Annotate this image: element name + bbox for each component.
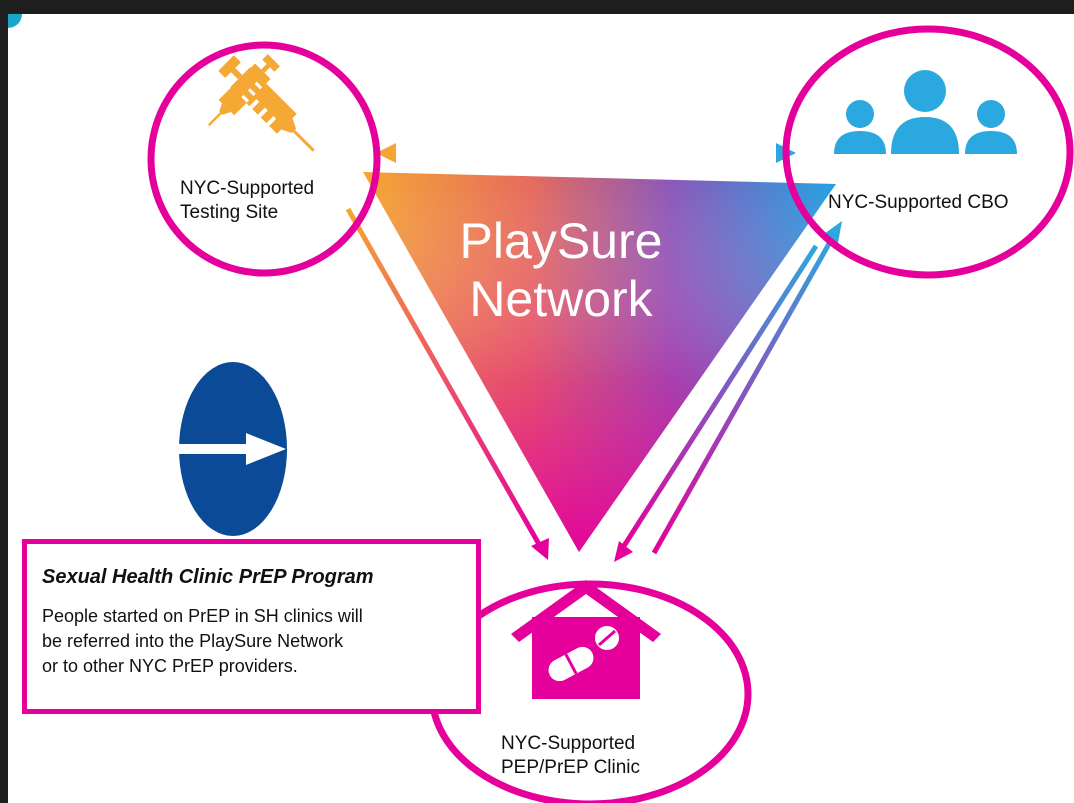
testing-site-label-line2: Testing Site: [180, 202, 279, 223]
highlight-circle-cbo: [782, 25, 1074, 279]
network-title-line1: PlaySure: [459, 213, 663, 269]
highlight-circle-testing: [147, 41, 381, 277]
cbo-label: NYC-Supported CBO: [828, 192, 1009, 213]
program-description-line3: or to other NYC PrEP providers.: [42, 656, 298, 676]
arrow-cbo-clinic: [614, 244, 819, 562]
program-callout: Sexual Health Clinic PrEP Program People…: [22, 539, 481, 714]
network-title-line2: Network: [469, 271, 653, 327]
program-description-line2: be referred into the PlaySure Network: [42, 631, 344, 651]
arrow-testing-clinic: [345, 207, 549, 560]
house-pills-icon: [511, 580, 661, 699]
testing-site-label-line1: NYC-Supported: [180, 178, 315, 199]
arrow-clinic-cbo: [651, 221, 842, 555]
network-triangle: [363, 172, 836, 552]
program-entry-arrow: [179, 362, 287, 536]
clinic-label: NYC-Supported PEP/PrEP Clinic: [501, 732, 721, 780]
arrow-testing-cbo: [376, 143, 796, 163]
program-description-line1: People started on PrEP in SH clinics wil…: [42, 606, 363, 626]
program-description: People started on PrEP in SH clinics wil…: [42, 604, 472, 679]
clinic-label-line1: NYC-Supported: [501, 733, 636, 754]
clinic-label-line2: PEP/PrEP Clinic: [501, 757, 641, 778]
network-title: PlaySure Network: [426, 212, 696, 328]
testing-site-label: NYC-Supported Testing Site: [180, 177, 370, 225]
diagram-canvas: NYC-Supported Testing Site NYC-Supported…: [8, 14, 1074, 803]
diagram-graphics: [147, 25, 1074, 803]
syringe-icon: [207, 54, 280, 127]
people-group-icon: [834, 70, 1017, 154]
program-title: Sexual Health Clinic PrEP Program: [42, 566, 374, 588]
